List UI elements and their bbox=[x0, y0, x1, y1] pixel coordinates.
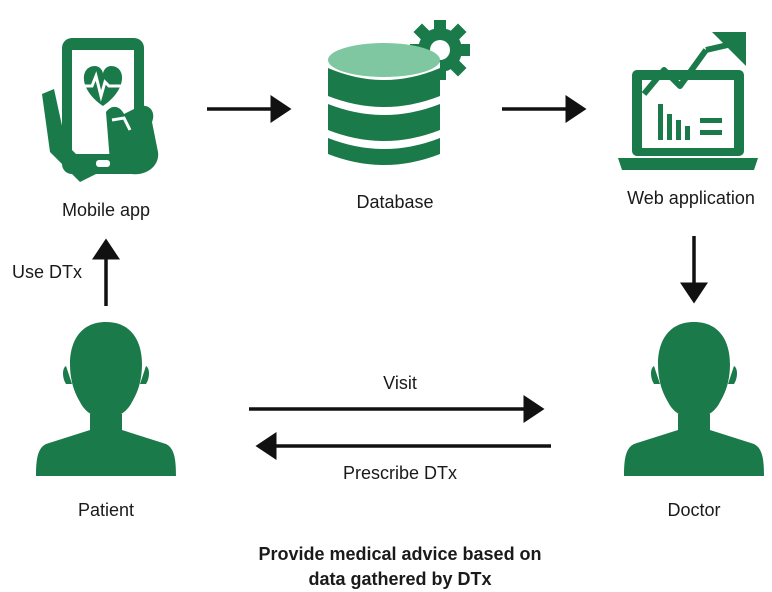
caption-line-1: Provide medical advice based on bbox=[258, 544, 542, 564]
visit-label: Visit bbox=[383, 373, 417, 393]
person-silhouette-icon bbox=[36, 318, 176, 478]
phone-heart-hand-icon bbox=[40, 34, 172, 184]
caption: Provide medical advice based on data gat… bbox=[200, 542, 600, 592]
web-application-label: Web application bbox=[627, 188, 755, 208]
prescribe-dtx-label: Prescribe DTx bbox=[342, 463, 458, 483]
laptop-chart-icon bbox=[614, 30, 764, 180]
database-label: Database bbox=[356, 192, 434, 212]
mobile-app-label: Mobile app bbox=[61, 200, 151, 220]
doctor-label: Doctor bbox=[667, 500, 721, 520]
caption-line-2: data gathered by DTx bbox=[308, 569, 492, 589]
patient-label: Patient bbox=[77, 500, 135, 520]
use-dtx-label: Use DTx bbox=[12, 262, 83, 282]
database-gear-icon bbox=[320, 18, 470, 174]
person-silhouette-icon bbox=[624, 318, 764, 478]
